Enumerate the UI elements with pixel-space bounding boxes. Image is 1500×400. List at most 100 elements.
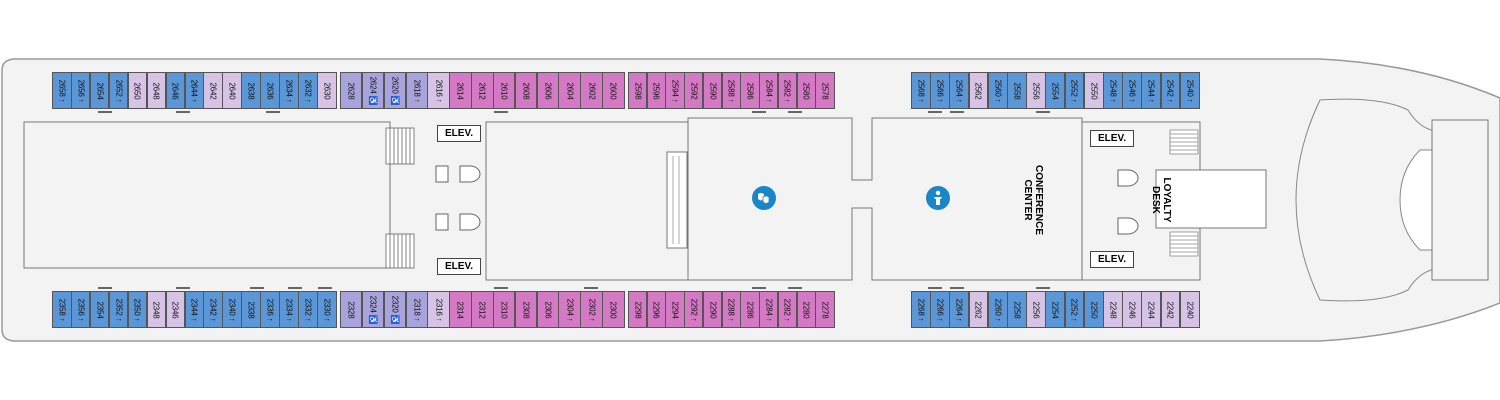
cabin-2316[interactable]: 2316 ↑ (427, 291, 450, 328)
cabin-2356[interactable]: 2356 ↑ (70, 291, 91, 328)
cabin-2256[interactable]: 2256 (1026, 291, 1046, 328)
cabin-2338[interactable]: 2338 (241, 291, 261, 328)
cabin-2614[interactable]: 2614 (449, 72, 472, 109)
cabin-2580[interactable]: 2580 (796, 72, 816, 109)
cabin-2334[interactable]: 2334 ↑ (279, 291, 299, 328)
cabin-2656[interactable]: 2656 ↑ (70, 72, 91, 109)
cabin-2254[interactable]: 2254 (1045, 291, 1066, 328)
cabin-2550[interactable]: 2550 (1083, 72, 1104, 109)
cabin-2568[interactable]: 2568 ↑ (911, 72, 931, 109)
cabin-2540[interactable]: 2540 ↑ (1179, 72, 1200, 109)
cabin-2556[interactable]: 2556 (1026, 72, 1046, 109)
cabin-2658[interactable]: 2658 ↑ (52, 72, 72, 109)
cabin-2632[interactable]: 2632 ↑ (298, 72, 318, 109)
cabin-2262[interactable]: 2262 (968, 291, 989, 328)
cabin-2300[interactable]: 2300 (602, 291, 625, 328)
cabin-2634[interactable]: 2634 ↑ (279, 72, 299, 109)
cabin-2610[interactable]: 2610 (492, 72, 516, 109)
cabin-2564[interactable]: 2564 ↑ (949, 72, 970, 109)
cabin-2318[interactable]: 2318 ↑ (405, 291, 428, 328)
cabin-2320[interactable]: 2320 ♿ (383, 291, 407, 328)
cabin-2306[interactable]: 2306 (536, 291, 560, 328)
cabin-2544[interactable]: 2544 ↑ (1141, 72, 1162, 109)
cabin-2542[interactable]: 2542 ↑ (1160, 72, 1181, 109)
cabin-2554[interactable]: 2554 (1045, 72, 1066, 109)
cabin-2596[interactable]: 2596 (646, 72, 667, 109)
cabin-2252[interactable]: 2252 ↑ (1064, 291, 1085, 328)
cabin-2600[interactable]: 2600 (602, 72, 625, 109)
cabin-2652[interactable]: 2652 ↑ (108, 72, 129, 109)
cabin-2552[interactable]: 2552 ↑ (1064, 72, 1085, 109)
cabin-2298[interactable]: 2298 (628, 291, 648, 328)
cabin-2648[interactable]: 2648 (146, 72, 167, 109)
cabin-2630[interactable]: 2630 (317, 72, 337, 109)
cabin-2602[interactable]: 2602 (580, 72, 603, 109)
cabin-2616[interactable]: 2616 ↑ (427, 72, 450, 109)
cabin-2650[interactable]: 2650 (127, 72, 148, 109)
cabin-2588[interactable]: 2588 ↑ (721, 72, 741, 109)
cabin-2642[interactable]: 2642 (203, 72, 223, 109)
cabin-2264[interactable]: 2264 ↑ (949, 291, 970, 328)
cabin-2296[interactable]: 2296 (646, 291, 667, 328)
cabin-2598[interactable]: 2598 (628, 72, 648, 109)
cabin-2628[interactable]: 2628 (340, 72, 363, 109)
cabin-2636[interactable]: 2636 (260, 72, 280, 109)
cabin-2260[interactable]: 2260 ↑ (987, 291, 1008, 328)
cabin-2644[interactable]: 2644 ↑ (184, 72, 205, 109)
cabin-2292[interactable]: 2292 ↑ (684, 291, 704, 328)
cabin-2342[interactable]: 2342 ↑ (203, 291, 223, 328)
cabin-2624[interactable]: 2624 ♿ (361, 72, 385, 109)
cabin-2606[interactable]: 2606 (536, 72, 560, 109)
cabin-2246[interactable]: 2246 (1122, 291, 1142, 328)
cabin-2560[interactable]: 2560 ↑ (987, 72, 1008, 109)
cabin-2618[interactable]: 2618 ↑ (405, 72, 428, 109)
cabin-2336[interactable]: 2336 ↑ (260, 291, 280, 328)
cabin-2612[interactable]: 2612 (471, 72, 494, 109)
cabin-2558[interactable]: 2558 (1007, 72, 1027, 109)
cabin-2620[interactable]: 2620 ♿ (383, 72, 407, 109)
cabin-2578[interactable]: 2578 (815, 72, 835, 109)
cabin-2294[interactable]: 2294 (665, 291, 685, 328)
cabin-2346[interactable]: 2346 (165, 291, 186, 328)
cabin-2278[interactable]: 2278 (815, 291, 835, 328)
cabin-2330[interactable]: 2330 ↑ (317, 291, 337, 328)
cabin-2328[interactable]: 2328 (340, 291, 363, 328)
cabin-2268[interactable]: 2268 ↑ (911, 291, 931, 328)
cabin-2604[interactable]: 2604 (558, 72, 581, 109)
cabin-2288[interactable]: 2288 ↑ (721, 291, 741, 328)
cabin-2282[interactable]: 2282 ↑ (777, 291, 798, 328)
cabin-2638[interactable]: 2638 (241, 72, 261, 109)
cabin-2340[interactable]: 2340 ↑ (222, 291, 242, 328)
cabin-2562[interactable]: 2562 (968, 72, 989, 109)
cabin-2582[interactable]: 2582 ↑ (777, 72, 798, 109)
cabin-2348[interactable]: 2348 (146, 291, 167, 328)
cabin-2310[interactable]: 2310 (492, 291, 516, 328)
cabin-2258[interactable]: 2258 (1007, 291, 1027, 328)
cabin-2266[interactable]: 2266 ↑ (930, 291, 950, 328)
cabin-2590[interactable]: 2590 (702, 72, 723, 109)
cabin-2640[interactable]: 2640 (222, 72, 242, 109)
cabin-2654[interactable]: 2654 (89, 72, 110, 109)
cabin-2546[interactable]: 2546 ↑ (1122, 72, 1142, 109)
cabin-2608[interactable]: 2608 (514, 72, 538, 109)
cabin-2242[interactable]: 2242 (1160, 291, 1181, 328)
cabin-2302[interactable]: 2302 ↑ (580, 291, 603, 328)
cabin-2324[interactable]: 2324 ♿ (361, 291, 385, 328)
cabin-2280[interactable]: 2280 (796, 291, 816, 328)
cabin-2308[interactable]: 2308 (514, 291, 538, 328)
cabin-2250[interactable]: 2250 (1083, 291, 1104, 328)
cabin-2354[interactable]: 2354 (89, 291, 110, 328)
cabin-2646[interactable]: 2646 (165, 72, 186, 109)
cabin-2314[interactable]: 2314 (449, 291, 472, 328)
cabin-2290[interactable]: 2290 (702, 291, 723, 328)
cabin-2350[interactable]: 2350 ↑ (127, 291, 148, 328)
cabin-2312[interactable]: 2312 (471, 291, 494, 328)
cabin-2304[interactable]: 2304 ↑ (558, 291, 581, 328)
cabin-2332[interactable]: 2332 ↑ (298, 291, 318, 328)
cabin-2594[interactable]: 2594 ↑ (665, 72, 685, 109)
cabin-2244[interactable]: 2244 (1141, 291, 1162, 328)
cabin-2592[interactable]: 2592 (684, 72, 704, 109)
cabin-2586[interactable]: 2586 (740, 72, 760, 109)
cabin-2344[interactable]: 2344 ↑ (184, 291, 205, 328)
cabin-2240[interactable]: 2240 (1179, 291, 1200, 328)
